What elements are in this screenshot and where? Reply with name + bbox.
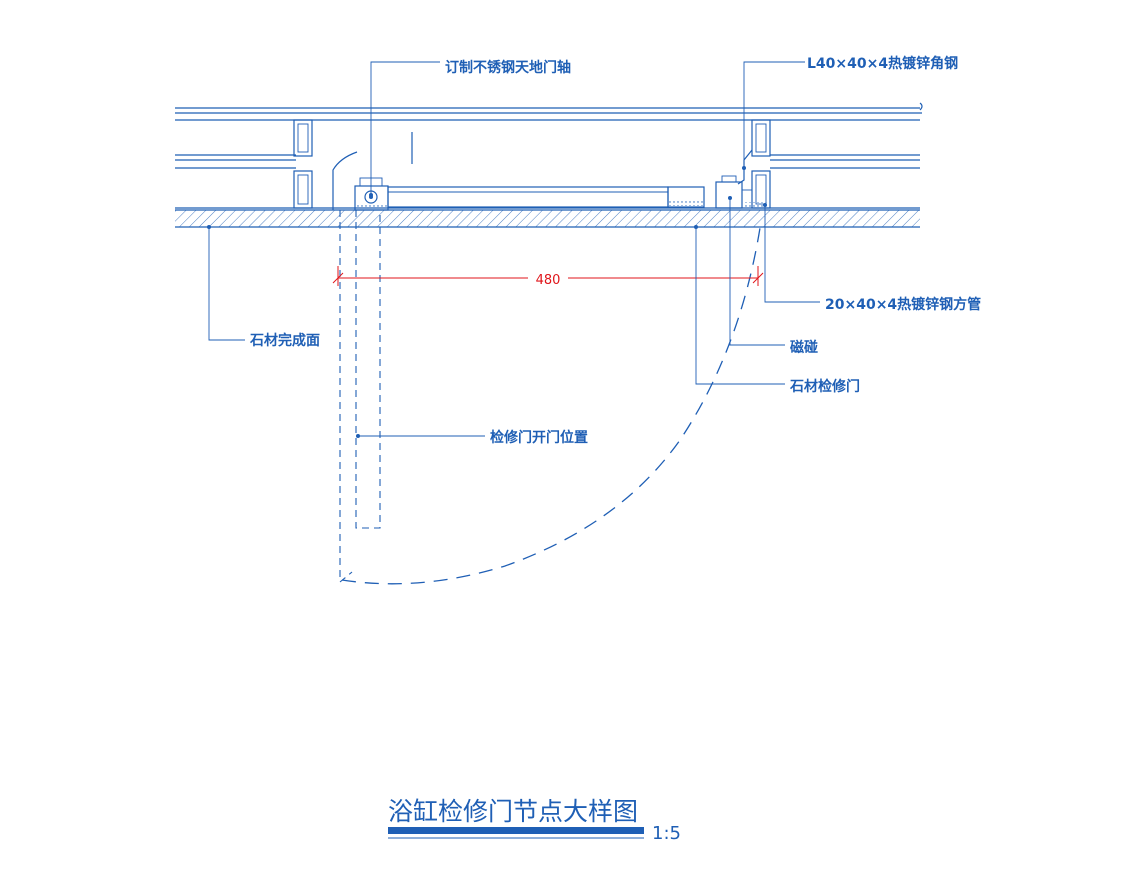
square-tube-label: 20×40×4热镀锌钢方管	[825, 296, 981, 313]
left-steel-tubes	[293, 119, 313, 209]
leader-lines	[207, 61, 820, 438]
stone-finish-label: 石材完成面	[249, 332, 320, 349]
magnet-label: 磁碰	[790, 339, 818, 356]
open-door-outline	[339, 210, 381, 583]
open-position-label: 检修门开门位置	[490, 429, 588, 446]
drawing-title: 浴缸检修门节点大样图	[388, 797, 638, 826]
angle-steel-label: L40×40×4热镀锌角钢	[807, 55, 958, 72]
pivot-hinge	[332, 151, 389, 211]
drawing-scale: 1:5	[652, 823, 681, 844]
stone-door-label: 石材检修门	[789, 378, 860, 395]
width-dimension-value: 480	[536, 273, 561, 288]
floor-slab	[175, 209, 920, 228]
magnet-catch	[715, 175, 767, 209]
title-block: 浴缸检修门节点大样图 1:5	[388, 797, 681, 844]
pivot-label: 订制不锈钢天地门轴	[445, 59, 571, 76]
stone-door-panel	[387, 186, 705, 208]
door-swing-arc	[341, 227, 761, 585]
width-dimension: 480	[332, 266, 764, 288]
right-steel-tubes	[737, 119, 771, 209]
